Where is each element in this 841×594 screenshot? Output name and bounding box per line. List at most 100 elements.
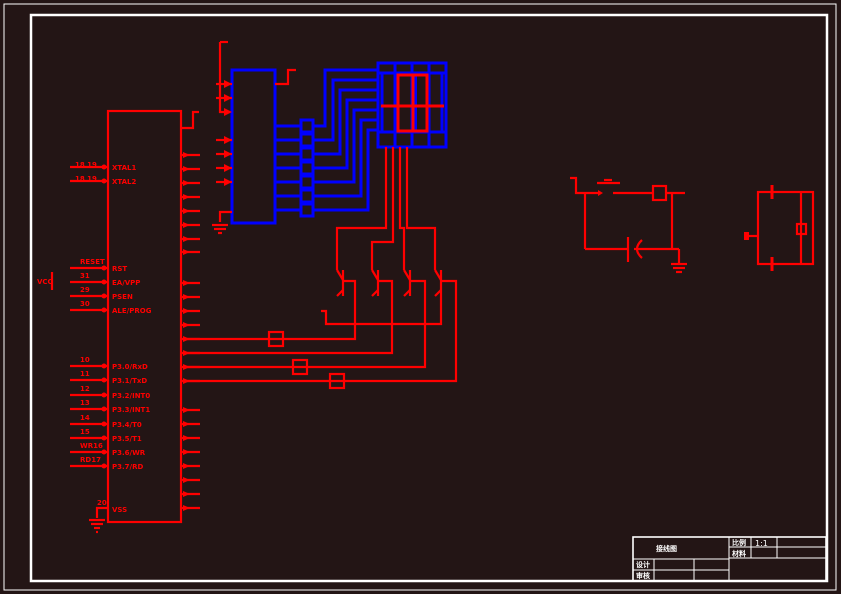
mcu-pin: 18 19 XTAL1 <box>70 161 137 172</box>
resistor-icon <box>299 174 315 190</box>
pin-number: 13 <box>80 399 90 407</box>
title-block: 接线图 比例 1:1 材料 设计 审核 <box>632 536 827 582</box>
ground-icon <box>212 223 228 235</box>
review-label: 审核 <box>636 571 650 580</box>
pin-name: P3.2/INT0 <box>112 392 150 400</box>
pin-number: RESET <box>80 258 105 266</box>
mcu-port-pin <box>181 491 200 497</box>
design-label: 设计 <box>636 560 650 569</box>
ground-icon <box>671 262 687 274</box>
pin-name: P3.4/T0 <box>112 421 142 429</box>
mcu-port-pin <box>181 180 200 186</box>
mcu-port-pin <box>181 505 200 511</box>
inner-frame <box>29 13 829 583</box>
pin-number: 12 <box>80 385 90 393</box>
pin-name: P3.7/RD <box>112 463 143 471</box>
pin-number: 14 <box>80 414 90 422</box>
crystal-circuit <box>744 185 815 271</box>
mcu-port-pin <box>181 449 200 455</box>
resistor-icon <box>299 132 315 148</box>
ground-icon <box>89 518 105 534</box>
mcu-port-pin <box>181 222 200 228</box>
outer-frame <box>3 3 837 591</box>
drawing-name: 接线图 <box>656 544 677 553</box>
resistor-icon <box>299 160 315 176</box>
crystal-icon <box>795 222 808 236</box>
vcc-label: VCC <box>37 278 53 286</box>
mcu-right-pins <box>181 152 200 511</box>
resistor-icon <box>299 146 315 162</box>
mcu-port-pin <box>181 308 200 314</box>
mcu-port-pin <box>181 322 200 328</box>
resistor-network <box>275 68 378 218</box>
pin-number: 11 <box>80 370 90 378</box>
pin-number: 10 <box>80 356 90 364</box>
mcu-port-pin <box>181 152 200 158</box>
resistor-icon <box>299 118 315 134</box>
mcu-port-pin <box>181 435 200 441</box>
mcu-pin: 18 19 XTAL2 <box>70 175 137 186</box>
mcu-port-pin <box>181 421 200 427</box>
pin-number: 30 <box>80 300 90 308</box>
latch-chip <box>212 40 296 235</box>
pin-name: P3.5/T1 <box>112 435 142 443</box>
pin-number: 20 <box>97 499 107 507</box>
mcu-pin: RESET RST <box>70 258 127 273</box>
pin-name: RST <box>112 265 127 273</box>
pin-name: P3.6/WR <box>112 449 146 457</box>
mcu-port-pin <box>181 208 200 214</box>
resistor-icon <box>299 202 315 218</box>
scale-label: 比例 <box>732 538 746 547</box>
pin-name: P3.0/RxD <box>112 363 148 371</box>
pin-number: RD17 <box>80 456 101 464</box>
mcu-port-pin <box>181 249 200 255</box>
pin-name: VSS <box>112 506 127 514</box>
mcu-port-pin <box>181 294 200 300</box>
resistor-icon <box>328 372 346 390</box>
mcu-port-pin <box>181 194 200 200</box>
pin-name: P3.3/INT1 <box>112 406 150 414</box>
mcu-port-pin <box>181 166 200 172</box>
pin-name: EA/VPP <box>112 279 140 287</box>
resistor-icon <box>291 358 309 376</box>
mcu-port-pin <box>181 407 200 413</box>
seven-segment-display <box>376 61 448 149</box>
resistor-icon <box>299 188 315 204</box>
pin-number: 18 19 <box>75 161 97 169</box>
mcu-port-pin <box>181 280 200 286</box>
pin-number: 15 <box>80 428 90 436</box>
mcu-port-pin <box>181 236 200 242</box>
pin-number: 29 <box>80 286 90 294</box>
pin-number: 31 <box>80 272 90 280</box>
pin-name: XTAL2 <box>112 178 137 186</box>
pin-name: XTAL1 <box>112 164 137 172</box>
pin-number: 18 19 <box>75 175 97 183</box>
pin-number: WR16 <box>80 442 103 450</box>
pin-name: PSEN <box>112 293 133 301</box>
resistor-icon <box>651 184 668 202</box>
ground-icon <box>744 232 749 240</box>
material-label: 材料 <box>731 549 746 558</box>
pin-name: ALE/PROG <box>112 307 152 315</box>
mcu-port-pin <box>181 463 200 469</box>
reset-circuit <box>570 176 687 274</box>
scale-value: 1:1 <box>755 539 768 548</box>
pin-name: P3.1/TxD <box>112 377 147 385</box>
mcu-port-pin <box>181 477 200 483</box>
digit-drivers <box>186 147 458 390</box>
resistor-icon <box>267 330 285 348</box>
